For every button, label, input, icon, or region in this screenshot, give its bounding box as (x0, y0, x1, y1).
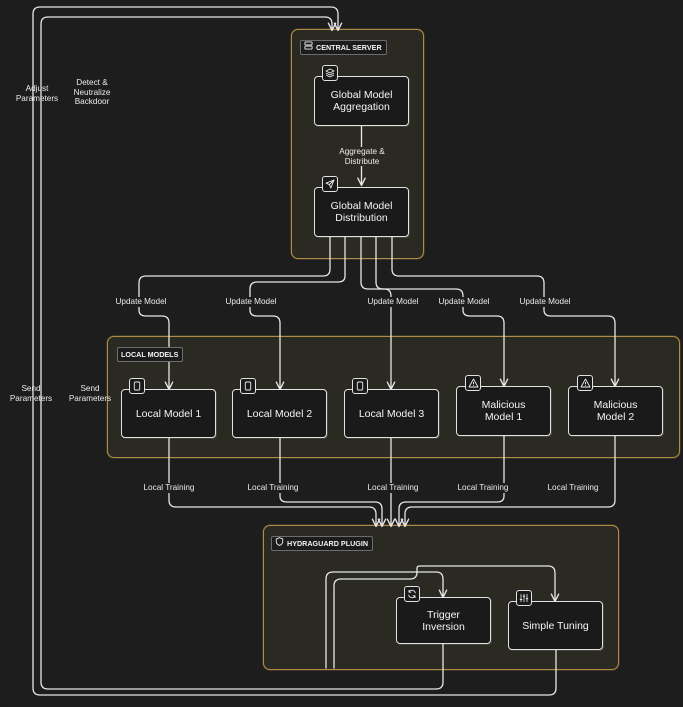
local-training-label-2: Local Training (238, 483, 308, 493)
adjust-parameters-label: Adjust Parameters (15, 84, 59, 103)
hydraguard-title: HYDRAGUARD PLUGIN (271, 536, 374, 551)
tablet-icon (352, 378, 368, 394)
detect-neutralize-backdoor-label: Detect & Neutralize Backdoor (73, 78, 111, 106)
local-training-label-5: Local Training (538, 483, 608, 493)
refresh-icon (404, 586, 420, 602)
central-server-title: CENTRAL SERVER (300, 40, 387, 55)
layers-icon (322, 65, 338, 81)
update-model-label-3: Update Model (360, 297, 426, 307)
warning-icon (465, 375, 481, 391)
malicious-model-2-node[interactable]: Malicious Model 2 (568, 386, 663, 436)
shield-icon (275, 537, 284, 550)
aggregate-distribute-label: Aggregate & Distribute (332, 147, 392, 166)
warning-icon (577, 375, 593, 391)
central-server-label: CENTRAL SERVER (316, 43, 382, 52)
update-model-label-2: Update Model (218, 297, 284, 307)
simple-tuning-node[interactable]: Simple Tuning (508, 601, 603, 650)
send-parameters-inner-label: Send Parameters (68, 384, 112, 403)
local-models-label: LOCAL MODELS (121, 350, 179, 359)
send-icon (322, 176, 338, 192)
local-model-2-node[interactable]: Local Model 2 (232, 389, 327, 438)
local-models-title: LOCAL MODELS (117, 347, 184, 362)
update-model-label-5: Update Model (512, 297, 578, 307)
global-model-aggregation-node[interactable]: Global Model Aggregation (314, 76, 409, 126)
trigger-inversion-node[interactable]: Trigger Inversion (396, 597, 491, 644)
local-training-label-3: Local Training (358, 483, 428, 493)
server-icon (304, 41, 313, 54)
hydraguard-label: HYDRAGUARD PLUGIN (287, 539, 369, 548)
update-model-label-1: Update Model (108, 297, 174, 307)
send-parameters-outer-label: Send Parameters (9, 384, 53, 403)
tablet-icon (129, 378, 145, 394)
update-model-label-4: Update Model (431, 297, 497, 307)
sliders-icon (516, 590, 532, 606)
malicious-model-1-node[interactable]: Malicious Model 1 (456, 386, 551, 436)
local-training-label-4: Local Training (448, 483, 518, 493)
global-model-distribution-node[interactable]: Global Model Distribution (314, 187, 409, 237)
tablet-icon (240, 378, 256, 394)
local-training-label-1: Local Training (134, 483, 204, 493)
local-model-3-node[interactable]: Local Model 3 (344, 389, 439, 438)
local-model-1-node[interactable]: Local Model 1 (121, 389, 216, 438)
